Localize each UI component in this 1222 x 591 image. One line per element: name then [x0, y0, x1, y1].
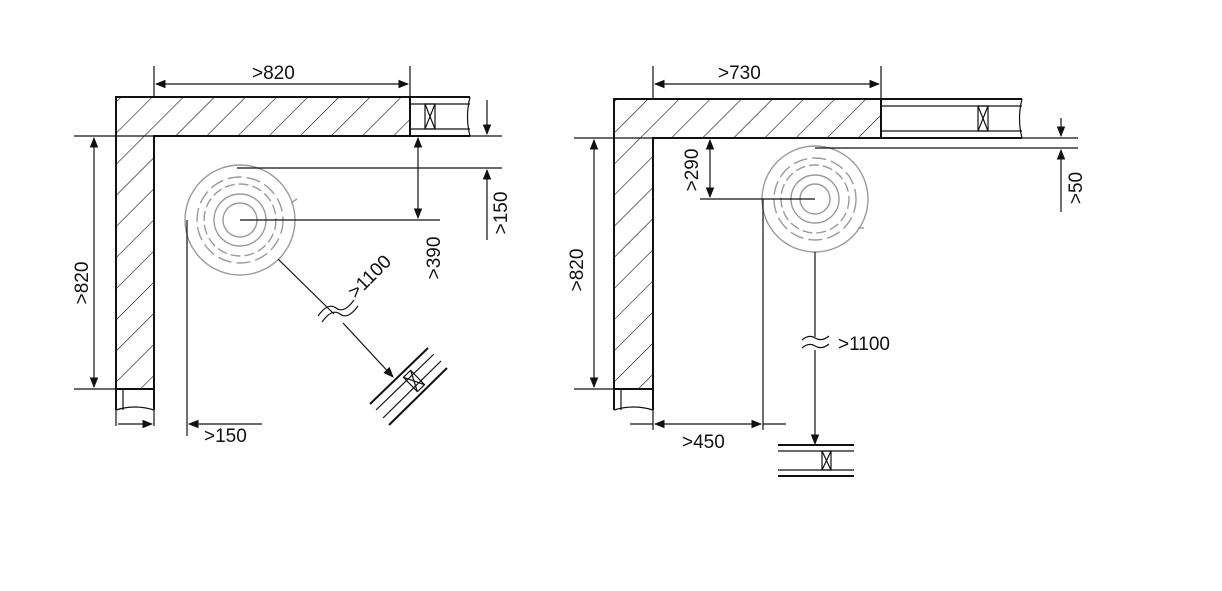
right-label-top-width: >730	[718, 63, 761, 84]
right-vertical-leader	[801, 252, 830, 446]
left-top-window	[410, 96, 471, 137]
right-diagram: >730 >820 >290 >50 >450 >1100	[567, 63, 1087, 477]
left-corner-wall	[115, 96, 411, 390]
right-label-vertical-distance: >1100	[838, 334, 890, 355]
right-wall-end	[613, 389, 654, 411]
left-label-top-width: >820	[252, 63, 295, 84]
left-label-center-offset: >390	[424, 237, 445, 280]
left-diagonal-leader	[277, 258, 394, 378]
right-bottom-window	[778, 444, 854, 477]
right-top-window	[881, 98, 1023, 139]
left-label-left-height: >820	[72, 262, 93, 305]
right-label-top-gap: >50	[1066, 172, 1087, 204]
left-wall-end	[115, 389, 155, 411]
left-label-side-gap: >150	[204, 426, 247, 447]
left-diagonal-window	[369, 347, 448, 426]
right-label-center-offset: >290	[682, 149, 703, 192]
right-label-side-gap: >450	[682, 432, 725, 453]
left-diagram: >820 >820 >390 >150 >150 >1100	[72, 63, 512, 447]
left-label-top-gap: >150	[491, 192, 512, 235]
left-label-diagonal-distance: >1100	[344, 251, 396, 303]
right-label-left-height: >820	[567, 249, 588, 292]
